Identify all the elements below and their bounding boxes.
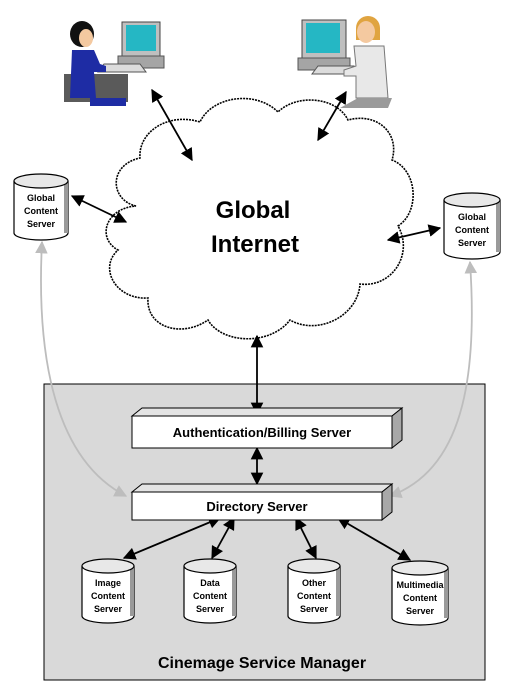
multimedia-server-line3: Server bbox=[406, 606, 435, 616]
internet-cloud: Global Internet bbox=[105, 97, 414, 340]
arrow-directory-data bbox=[211, 516, 235, 560]
other-server-line3: Server bbox=[300, 604, 329, 614]
man-at-computer-icon bbox=[297, 16, 392, 108]
other-content-server: Other Content Server bbox=[287, 558, 341, 624]
cloud-label-line2: Internet bbox=[211, 231, 299, 258]
arrow-woman-cloud bbox=[151, 88, 193, 162]
global-server-left-line2: Content bbox=[24, 206, 58, 216]
data-server-line1: Data bbox=[200, 578, 221, 588]
service-manager-label: Cinemage Service Manager bbox=[158, 655, 366, 672]
global-server-left-line3: Server bbox=[27, 219, 56, 229]
directory-server: Directory Server bbox=[130, 482, 394, 522]
arrow-left-server-cloud bbox=[70, 195, 128, 223]
image-server-line2: Content bbox=[91, 591, 125, 601]
auth-billing-server: Authentication/Billing Server bbox=[130, 406, 404, 450]
image-content-server: Image Content Server bbox=[81, 558, 135, 624]
multimedia-server-line1: Multimedia bbox=[396, 580, 444, 590]
other-server-line1: Other bbox=[302, 578, 327, 588]
arrow-man-cloud bbox=[317, 90, 347, 142]
arrow-directory-other bbox=[295, 516, 317, 560]
global-server-right-line3: Server bbox=[458, 238, 487, 248]
auth-billing-label: Authentication/Billing Server bbox=[173, 425, 351, 440]
image-server-line1: Image bbox=[95, 578, 121, 588]
arrow-directory-image bbox=[122, 516, 222, 560]
multimedia-content-server: Multimedia Content Server bbox=[391, 560, 449, 626]
sync-arrow-right bbox=[388, 260, 478, 499]
directory-server-label: Directory Server bbox=[206, 499, 307, 514]
global-server-right-line1: Global bbox=[458, 212, 486, 222]
global-content-server-right: Global Content Server bbox=[443, 192, 501, 260]
other-server-line2: Content bbox=[297, 591, 331, 601]
sync-arrows bbox=[35, 240, 478, 499]
data-server-line3: Server bbox=[196, 604, 225, 614]
sync-arrow-left bbox=[35, 240, 128, 497]
arrow-right-server-cloud bbox=[386, 224, 442, 244]
data-content-server: Data Content Server bbox=[183, 558, 237, 624]
image-server-line3: Server bbox=[94, 604, 123, 614]
arrow-directory-multimedia bbox=[336, 517, 412, 561]
connection-arrows bbox=[70, 88, 442, 561]
global-content-server-left: Global Content Server bbox=[13, 173, 69, 241]
multimedia-server-line2: Content bbox=[403, 593, 437, 603]
woman-at-computer-icon bbox=[64, 21, 165, 106]
global-server-right-line2: Content bbox=[455, 225, 489, 235]
data-server-line2: Content bbox=[193, 591, 227, 601]
global-server-left-line1: Global bbox=[27, 193, 55, 203]
cloud-label-line1: Global bbox=[216, 197, 291, 224]
